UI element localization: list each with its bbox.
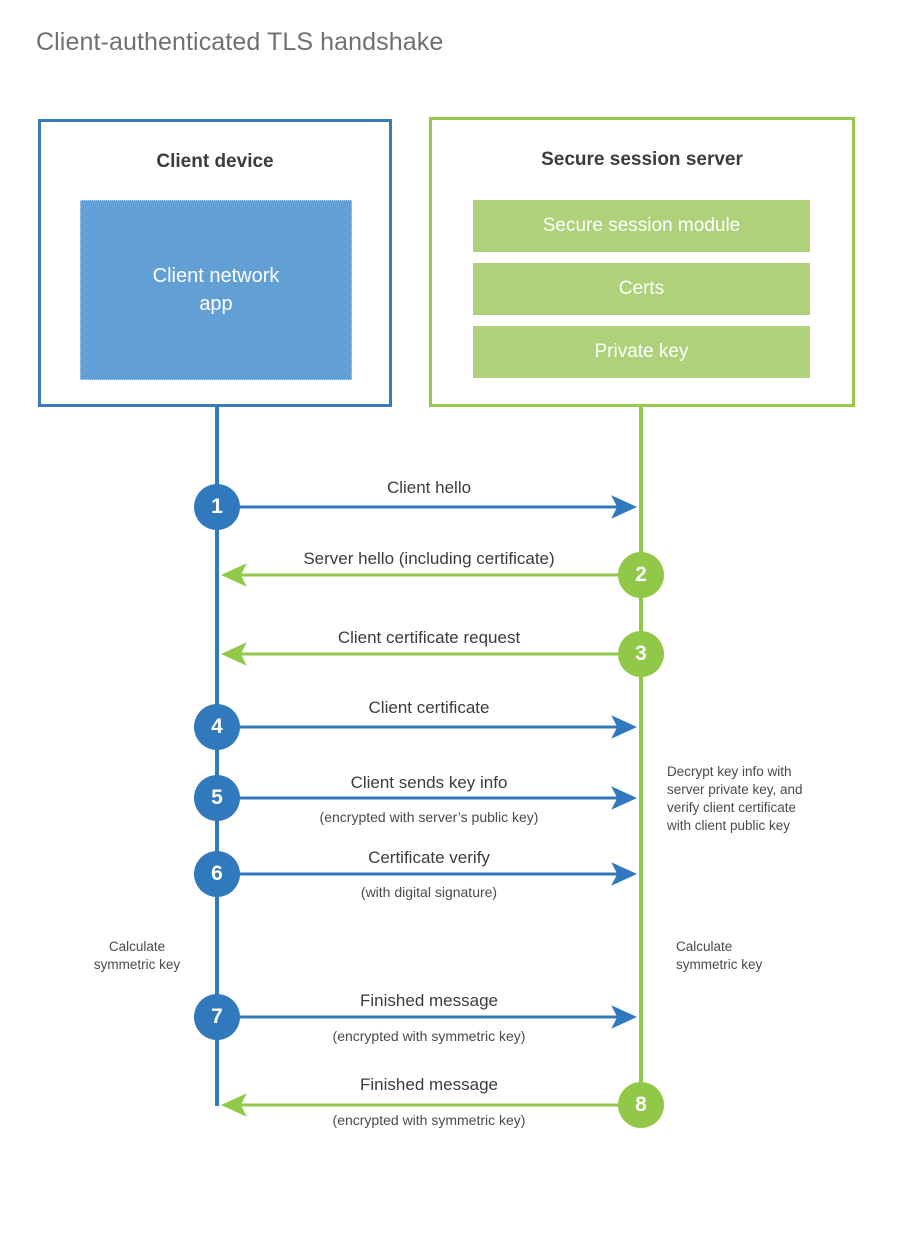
note-client-calculate-symmetric-key: Calculate symmetric key [93, 939, 181, 972]
note-server-decrypt: Decrypt key info with server private key… [667, 764, 803, 833]
message-label-1: Client hello [386, 478, 472, 497]
client-device-box: Client device Client network app [38, 119, 392, 407]
step-badge-2[interactable]: 2 [618, 552, 664, 598]
step-badge-8[interactable]: 8 [618, 1082, 664, 1128]
server-component-secure-session-module: Secure session module [473, 200, 810, 252]
message-sublabel-8: (encrypted with symmetric key) [332, 1112, 526, 1128]
message-label-3: Client certificate request [337, 628, 521, 647]
message-label-5: Client sends key info [350, 773, 508, 792]
note-server-calculate-symmetric-key: Calculate symmetric key [676, 939, 763, 972]
server-component-private-key: Private key [473, 326, 810, 378]
secure-session-server-title: Secure session server [541, 149, 743, 170]
message-sublabel-5: (encrypted with server’s public key) [319, 809, 539, 825]
step-badge-1[interactable]: 1 [194, 484, 240, 530]
secure-session-server-box: Secure session server Secure session mod… [429, 117, 855, 407]
message-label-2: Server hello (including certificate) [303, 549, 555, 568]
message-label-6: Certificate verify [368, 848, 490, 867]
step-badge-6[interactable]: 6 [194, 851, 240, 897]
page-title: Client-authenticated TLS handshake [36, 28, 444, 56]
message-sublabel-7: (encrypted with symmetric key) [332, 1028, 526, 1044]
message-label-7: Finished message [360, 991, 498, 1010]
client-network-app-block: Client network app [80, 200, 352, 380]
step-badge-5[interactable]: 5 [194, 775, 240, 821]
message-label-8: Finished message [360, 1075, 498, 1094]
step-badge-4[interactable]: 4 [194, 704, 240, 750]
server-component-certs: Certs [473, 263, 810, 315]
message-label-4: Client certificate [368, 698, 490, 717]
message-sublabel-6: (with digital signature) [360, 884, 498, 900]
step-badge-7[interactable]: 7 [194, 994, 240, 1040]
client-device-title: Client device [156, 151, 274, 172]
step-badge-3[interactable]: 3 [618, 631, 664, 677]
